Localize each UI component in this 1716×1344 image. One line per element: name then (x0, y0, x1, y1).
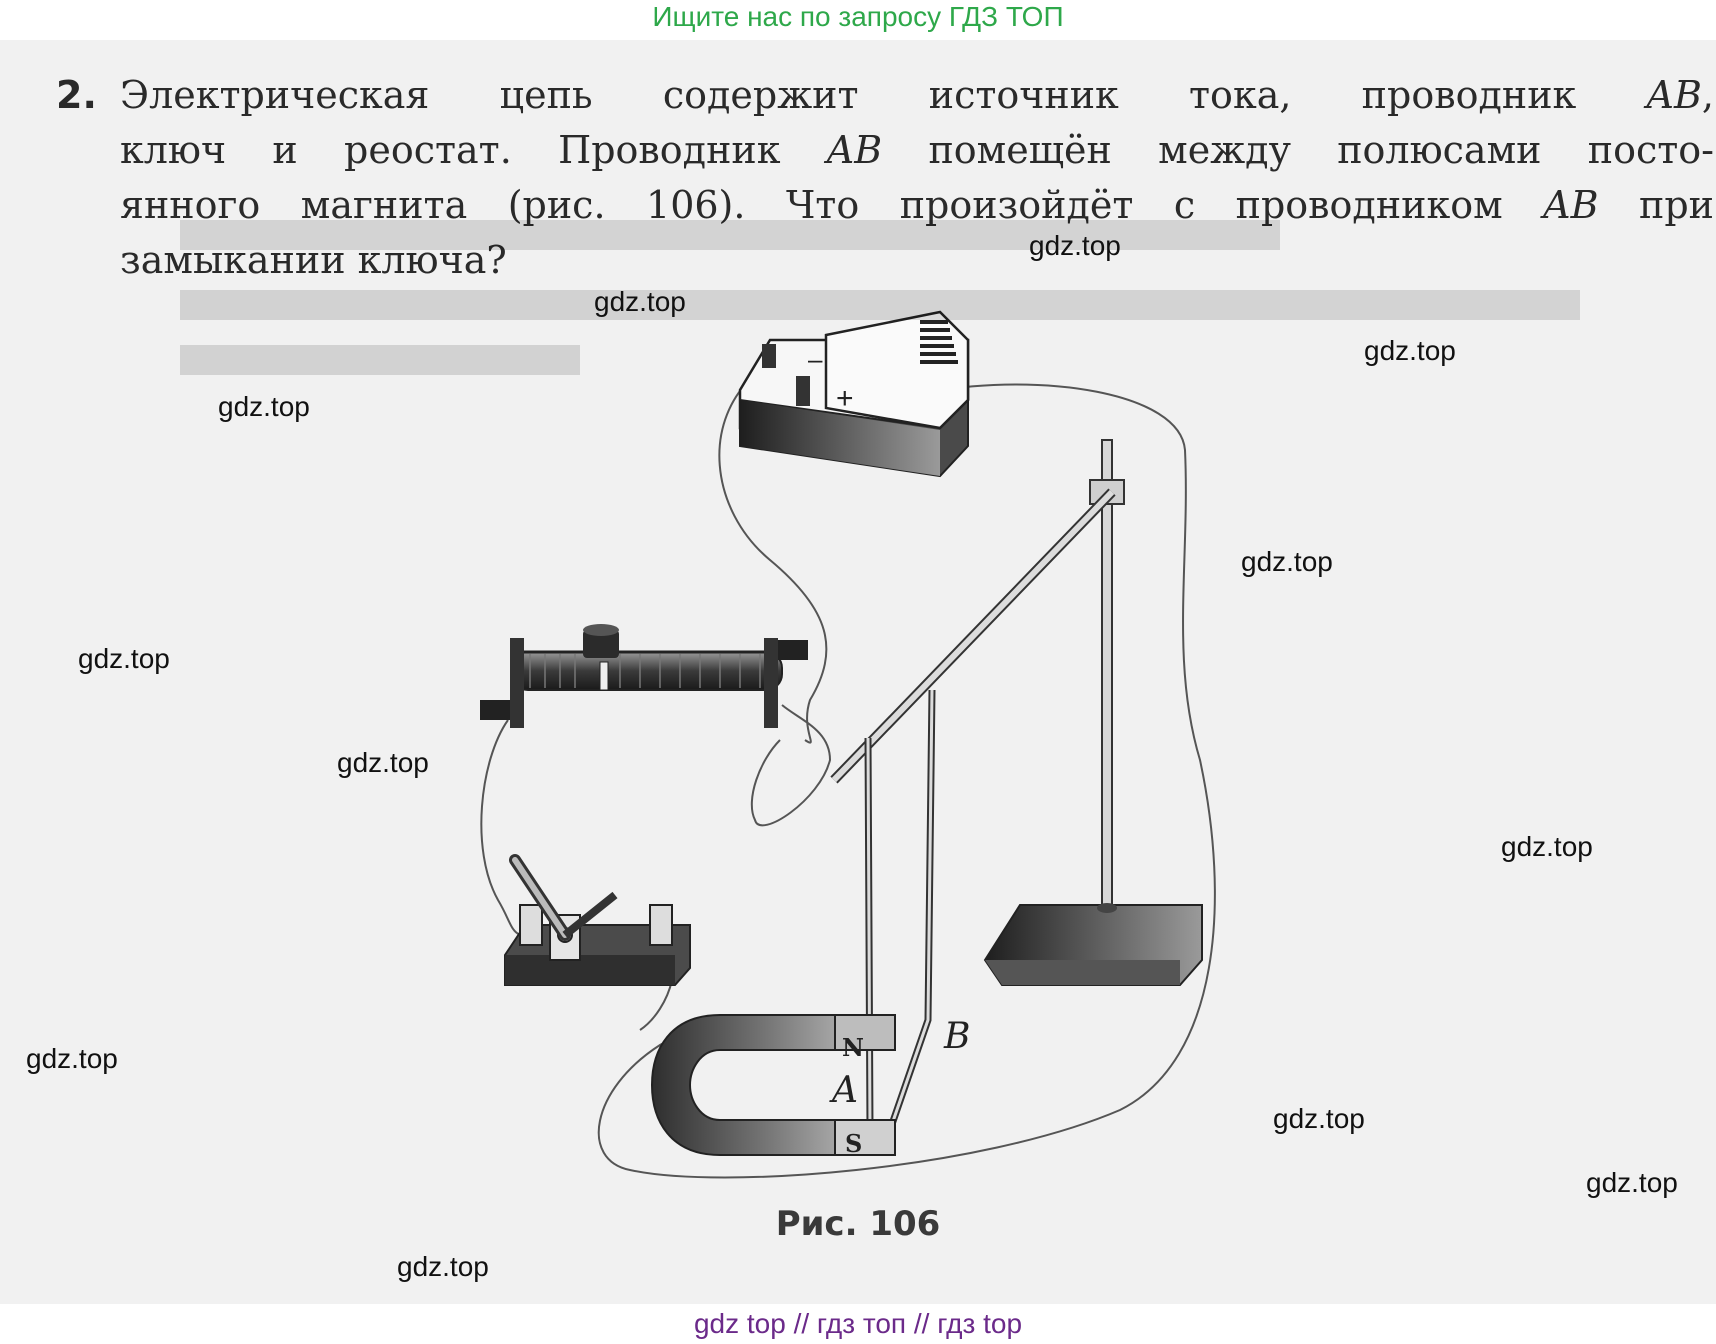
watermark: gdz.top (218, 391, 310, 422)
power-source: – + (738, 310, 970, 478)
problem-line-3: янного магнита (рис. 106). Что произойдё… (120, 183, 1714, 227)
conductor-frame-inner (866, 689, 934, 1132)
problem-line-2: ключ и реостат. Проводник AB помещён меж… (120, 128, 1714, 172)
lab-stand (830, 439, 1203, 986)
problem-line-1: Электрическая цепь содержит источник ток… (120, 73, 1714, 117)
wire-source-plus-loop (597, 383, 1216, 1179)
label-a: A (829, 1070, 858, 1111)
minus-terminal-label: – (808, 344, 823, 374)
watermark: gdz.top (78, 643, 170, 674)
magnet-pole-n: N (842, 1033, 864, 1062)
textbook-page (0, 40, 1716, 1304)
watermark: gdz.top (337, 747, 429, 778)
figure-caption: Рис. 106 (775, 1204, 941, 1244)
header-banner: Ищите нас по запросу ГДЗ ТОП (652, 1, 1064, 32)
footer-banner: gdz top // гдз топ // гдз top (0, 1304, 1716, 1344)
wire-rheostat-to-switch (480, 719, 521, 936)
watermark: gdz.top (1586, 1167, 1678, 1198)
watermark: gdz.top (397, 1251, 489, 1282)
watermark: gdz.top (1501, 831, 1593, 862)
horseshoe-magnet: N S (650, 1014, 896, 1158)
magnet-pole-s: S (845, 1129, 862, 1158)
wires (480, 371, 1216, 1179)
watermark: gdz.top (1364, 335, 1456, 366)
label-b: B (943, 1016, 970, 1057)
problem-number: 2. (56, 73, 97, 117)
knife-switch (504, 854, 691, 986)
watermark: gdz.top (594, 286, 686, 317)
plus-terminal-label: + (836, 382, 854, 415)
conductor-frame (864, 689, 936, 1134)
bleed-through (180, 220, 1580, 375)
rheostat (480, 624, 808, 728)
watermark: gdz.top (26, 1043, 118, 1074)
watermark: gdz.top (1273, 1103, 1365, 1134)
wire-rheostat-to-conductor (750, 704, 832, 827)
problem-line-4: замыкании ключа? (120, 238, 507, 282)
watermark: gdz.top (1241, 546, 1333, 577)
watermark: gdz.top (1029, 230, 1121, 261)
